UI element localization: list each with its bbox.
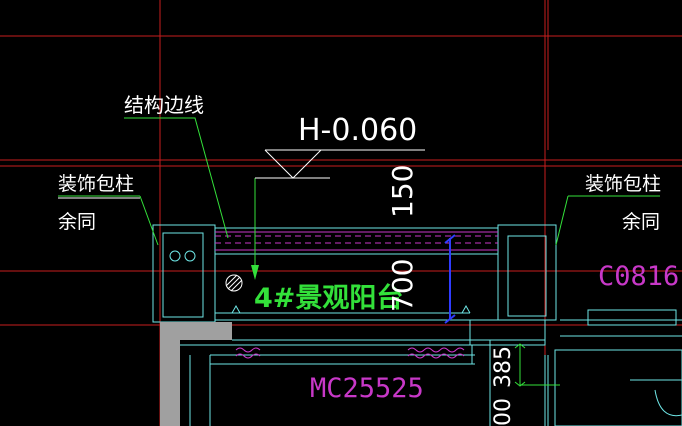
dimension-150-label: 150 — [386, 165, 419, 218]
decor-column-label-left: 装饰包柱 — [58, 173, 134, 195]
decor-column-note-right: 余同 — [622, 211, 660, 233]
decor-column-note-left: 余同 — [58, 211, 96, 233]
structure-edge-label: 结构边线 — [124, 93, 204, 117]
right-column-enclosure — [497, 224, 557, 321]
elevation-marker — [255, 149, 425, 179]
floor-drain-symbol — [225, 274, 243, 292]
door-swing-hatch — [235, 347, 465, 359]
dimension-partial-label: 00 — [491, 398, 516, 426]
room-name-label: 4#景观阳台 — [254, 282, 403, 314]
dimension-385-label: 385 — [491, 346, 516, 388]
dimension-700-label: 700 — [386, 259, 419, 312]
window-code-label: C0816 — [598, 261, 679, 292]
left-column-enclosure — [152, 224, 216, 323]
elevation-label: H-0.060 — [298, 113, 417, 148]
leader-lines — [58, 117, 660, 387]
dimension-700-line — [444, 234, 456, 324]
balcony-railing-lines — [215, 231, 498, 251]
decor-column-label-right: 装饰包柱 — [585, 173, 661, 195]
door-code-label: MC25525 — [310, 373, 424, 404]
lower-wall — [160, 322, 682, 426]
